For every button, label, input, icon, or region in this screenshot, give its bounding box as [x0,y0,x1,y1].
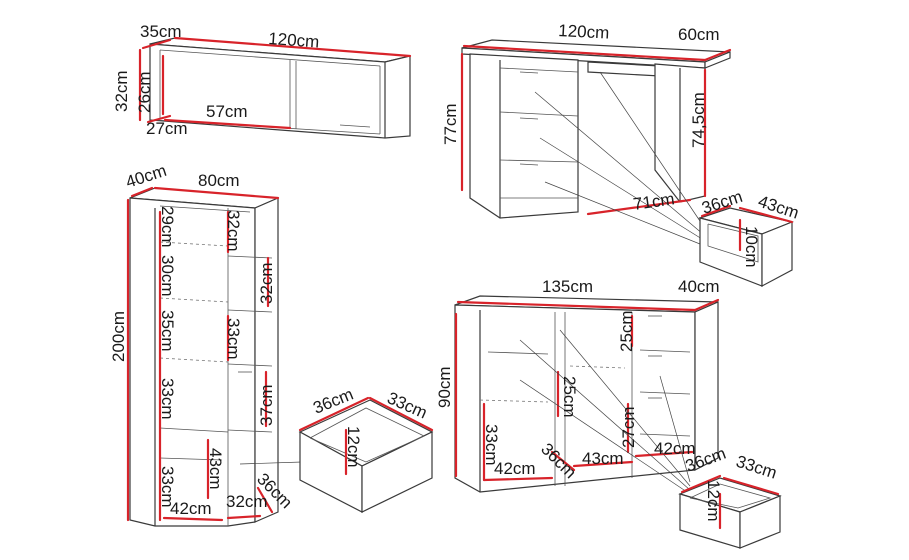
shelf-inner-depth-label: 27cm [146,119,188,138]
tall-width-label: 80cm [198,171,240,190]
tall-bottom-right-label: 32cm [226,492,268,511]
chest-w3-label: 42cm [654,439,696,458]
tall-s2-label: 30cm [158,255,177,297]
tall-s5-label: 33cm [158,466,177,508]
chest-width-label: 135cm [542,277,593,296]
desk-drawer-height-label: 10cm [742,226,761,268]
chest-w2-label: 43cm [582,449,624,468]
chest-w1-label: 42cm [494,459,536,478]
chest-top-right-label: 25cm [617,310,636,352]
shelf-height-label: 32cm [112,70,131,112]
tall-drawer-height-label: 12cm [344,426,363,468]
chest-left-low-label: 33cm [482,424,501,466]
tall-r4-label: 37cm [257,384,276,426]
shelf-inner-height-label: 26cm [135,71,154,113]
chest-height-label: 90cm [435,366,454,408]
chest-drawer-height-label: 12cm [704,480,723,522]
wall-shelf [138,36,412,139]
tall-s3-label: 35cm [158,310,177,352]
desk [460,39,795,287]
tall-r2-label: 32cm [257,262,276,304]
chest-right-low-label: 27cm [619,406,638,448]
desk-knee-width-label: 71cm [632,189,676,214]
chest-depth-label: 40cm [678,277,720,296]
tall-s1-label: 29cm [158,206,177,248]
desk-depth-label: 60cm [678,25,720,44]
tall-cabinet [126,186,434,527]
tall-door-label: 43cm [206,448,225,490]
tall-bottom-left-label: 42cm [170,499,212,518]
desk-leg-height-label: 74,5cm [689,92,708,148]
shelf-depth-label: 35cm [140,22,182,41]
tall-s4-label: 33cm [158,378,177,420]
desk-width-label: 120cm [558,21,610,43]
chest-drawer-width-label: 33cm [734,452,779,483]
tall-r3-label: 33cm [224,318,243,360]
tall-depth-label: 40cm [123,161,168,192]
shelf-compartment-label: 57cm [206,102,248,121]
chest-mid-label: 25cm [560,376,579,418]
shelf-width-label: 120cm [268,29,320,52]
chest-of-drawers [454,295,782,549]
tall-height-label: 200cm [109,311,128,362]
tall-r1-label: 32cm [224,210,243,252]
desk-height-label: 77cm [441,103,460,145]
